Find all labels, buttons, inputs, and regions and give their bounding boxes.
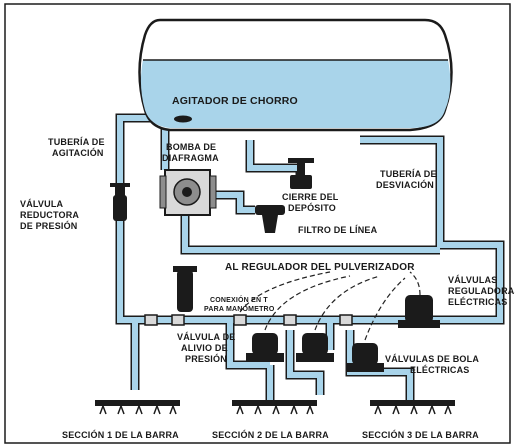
label-pressure-reducing-valve-2: REDUCTORA [20, 210, 79, 220]
label-electric-regulating-valves-3: ELÉCTRICAS [448, 297, 508, 307]
pressure-relief-valve-icon [173, 266, 197, 312]
t-connector-icons [144, 314, 353, 326]
label-pressure-relief-valve-2: ALIVIO DE [181, 343, 228, 353]
label-line-filter: FILTRO DE LÍNEA [298, 225, 378, 235]
boom-section-1-icon [95, 400, 180, 415]
label-bypass-pipe-2: DESVIACIÓN [376, 179, 434, 190]
label-agitation-pipe-2: AGITACIÓN [52, 147, 104, 158]
tank-shutoff-valve-icon [288, 158, 314, 189]
electric-regulating-valve-icon [398, 295, 440, 328]
electric-ball-valve-icon-2 [296, 333, 334, 362]
label-diaphragm-pump-1: BOMBA DE [166, 142, 216, 152]
line-filter-icon [255, 205, 285, 233]
control-wires [239, 271, 421, 341]
label-electric-ball-valves-2: ELÉCTRICAS [410, 365, 470, 375]
label-pressure-reducing-valve-1: VÁLVULA [20, 199, 64, 209]
label-boom-section-2: SECCIÓN 2 DE LA BARRA [212, 429, 329, 440]
label-jet-agitator: AGITADOR DE CHORRO [172, 95, 298, 107]
label-agitation-pipe-1: TUBERÍA DE [48, 137, 105, 147]
label-pressure-relief-valve-1: VÁLVULA DE [177, 332, 236, 342]
label-bypass-pipe-1: TUBERÍA DE [380, 169, 437, 179]
jet-agitator-icon [174, 115, 192, 123]
label-boom-section-1: SECCIÓN 1 DE LA BARRA [62, 429, 179, 440]
boom-section-2-icon [232, 400, 317, 415]
label-electric-regulating-valves-2: REGULADORAS [448, 286, 515, 296]
boom-section-3-icon [370, 400, 455, 415]
label-t-connection-1: CONEXIÓN EN T [210, 295, 268, 304]
tank [138, 18, 453, 132]
label-pressure-relief-valve-3: PRESIÓN [185, 353, 227, 364]
label-pressure-reducing-valve-3: DE PRESIÓN [20, 220, 78, 231]
pipe-network [115, 113, 505, 400]
electric-ball-valve-icon-1 [246, 333, 284, 362]
label-t-connection-2: PARA MANÓMETRO [204, 304, 275, 313]
tank-liquid [140, 60, 451, 128]
pressure-reducing-valve-icon [110, 183, 130, 221]
label-boom-section-3: SECCIÓN 3 DE LA BARRA [362, 429, 479, 440]
label-diaphragm-pump-2: DIAFRAGMA [162, 153, 219, 163]
label-electric-regulating-valves-1: VÁLVULAS [448, 275, 497, 285]
label-tank-shutoff-2: DEPÓSITO [288, 202, 336, 213]
diaphragm-pump-icon [159, 169, 217, 216]
label-tank-shutoff-1: CIERRE DEL [282, 192, 339, 202]
label-to-regulator: AL REGULADOR DEL PULVERIZADOR [225, 262, 415, 273]
electric-ball-valve-icon-3 [346, 343, 384, 372]
label-electric-ball-valves-1: VÁLVULAS DE BOLA [385, 354, 479, 364]
